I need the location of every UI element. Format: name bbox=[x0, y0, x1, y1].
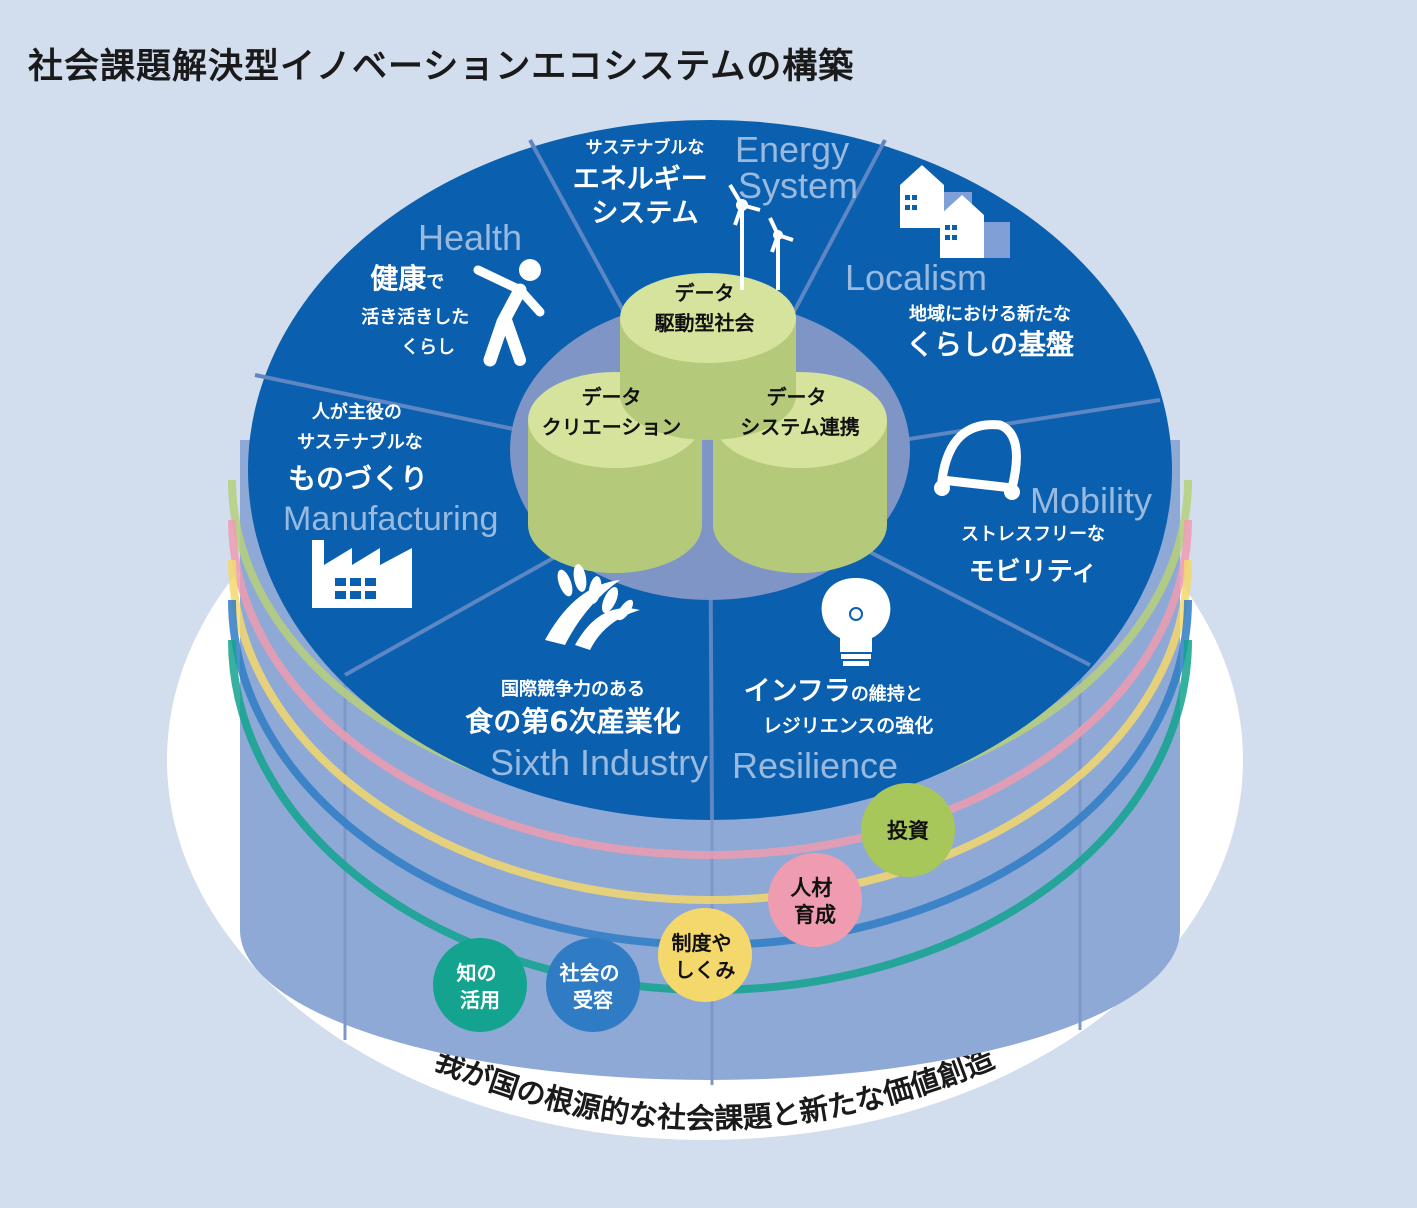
manufacturing-jp-small: 人が主役の サステナブルな bbox=[297, 401, 423, 453]
pillar-system-label: 制度や しくみ bbox=[672, 931, 739, 982]
vehicle-icon bbox=[934, 420, 1021, 500]
core-left-line2: クリエーション bbox=[542, 415, 682, 439]
pillar-investment-label: 投資 bbox=[887, 819, 929, 843]
manufacturing-english: Manufacturing bbox=[283, 500, 498, 538]
health-english: Health bbox=[418, 217, 522, 258]
stretching-person-icon bbox=[473, 259, 545, 367]
core-cylinder-top bbox=[620, 273, 796, 440]
core-top-line2: 駆動型社会 bbox=[655, 311, 755, 335]
pillar-system: 制度や しくみ bbox=[658, 908, 752, 1002]
svg-text:データ 駆動型社会 データ: データ 駆動型社会 データ クリエーション データ システム連携 bbox=[542, 281, 860, 439]
page-title: 社会課題解決型イノベーションエコシステムの構築 bbox=[28, 47, 855, 87]
pillar-acceptance-label: 社会の 受容 bbox=[559, 961, 627, 1012]
energy-jp-big: エネルギー システム bbox=[573, 164, 717, 229]
houses-icon bbox=[900, 165, 1010, 258]
energy-english: Energy System bbox=[735, 129, 859, 206]
localism-english: Localism bbox=[845, 257, 987, 298]
localism-jp-small: 地域における新たな bbox=[909, 303, 1071, 325]
resilience-english: Resilience bbox=[732, 745, 898, 786]
factory-icon bbox=[312, 540, 412, 608]
sixth-jp-small: 国際競争力のある bbox=[501, 678, 645, 700]
pillar-knowledge: 知の 活用 bbox=[433, 938, 527, 1032]
core-right-line2: システム連携 bbox=[740, 415, 859, 439]
light-bulb-icon bbox=[821, 578, 891, 666]
core-top-line1: データ bbox=[675, 281, 735, 305]
core-right-line1: データ bbox=[767, 385, 827, 409]
core-left-line1: データ bbox=[582, 385, 642, 409]
pillar-knowledge-label: 知の 活用 bbox=[457, 961, 504, 1012]
health-jp: 健康で 活き活きした くらし bbox=[361, 262, 475, 358]
pillar-investment: 投資 bbox=[861, 783, 955, 877]
sixth-jp-big: 食の第6次産業化 bbox=[465, 705, 680, 738]
pillar-human-label: 人材 育成 bbox=[790, 876, 839, 927]
rice-plant-icon bbox=[545, 564, 640, 650]
manufacturing-jp-big: ものづくり bbox=[288, 462, 428, 495]
mobility-jp-big: モビリティ bbox=[969, 557, 1097, 587]
wind-turbine-icon bbox=[728, 183, 794, 290]
mobility-english: Mobility bbox=[1030, 480, 1152, 521]
pillar-human-resources: 人材 育成 bbox=[768, 853, 862, 947]
pillar-acceptance: 社会の 受容 bbox=[546, 938, 640, 1032]
sixth-english: Sixth Industry bbox=[490, 742, 708, 783]
resilience-jp: インフラの維持と レジリエンスの強化 bbox=[744, 676, 934, 737]
localism-jp-big: くらしの基盤 bbox=[906, 328, 1075, 361]
mobility-jp-small: ストレスフリーな bbox=[961, 524, 1105, 545]
energy-jp-small: サステナブルな bbox=[586, 137, 705, 158]
